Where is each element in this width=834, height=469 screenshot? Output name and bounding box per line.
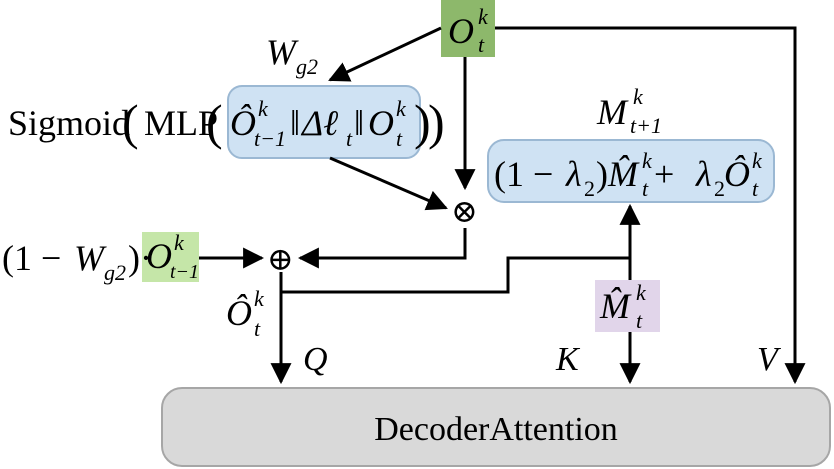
svg-text:k: k [478, 4, 489, 29]
q-label: Q [303, 341, 328, 378]
svg-text:O: O [146, 236, 172, 276]
memory-update-formula: (1 − λ 2 ) M̂ k t + λ 2 Ô k t [494, 148, 763, 201]
memory-update-box [487, 139, 775, 203]
svg-text:M: M [596, 92, 629, 132]
svg-text:k: k [642, 148, 653, 173]
o-hat-t-label: Ô k t [226, 286, 265, 341]
paren-open-inner: ( [206, 94, 223, 150]
m-hat-t-label: M̂ k t [599, 280, 647, 333]
edge-ohat-to-memory [281, 203, 641, 294]
svg-text:k: k [396, 96, 407, 121]
svg-text:t−1: t−1 [170, 261, 199, 283]
edge-multiply-to-add [297, 228, 467, 269]
o-t-k-label: O k t [448, 4, 489, 57]
svg-text:t: t [478, 32, 485, 57]
svg-text:Ô: Ô [226, 293, 252, 333]
svg-text:k: k [636, 280, 647, 305]
svg-text:(1 −: (1 − [494, 154, 553, 194]
svg-text:k: k [258, 96, 269, 121]
residual-formula: (1 − W g2 )· O k t−1 [2, 230, 199, 285]
decoder-attention-label: DecoderAttention [374, 411, 618, 448]
gate-mlp-box [227, 85, 421, 159]
svg-text:(1 −: (1 − [2, 238, 61, 278]
w-g2-label: W g2 [266, 32, 318, 79]
svg-text:O: O [368, 103, 394, 143]
svg-text:‖: ‖ [290, 103, 300, 143]
svg-text:k: k [752, 148, 763, 173]
svg-text:2: 2 [584, 176, 595, 201]
m-next-label: M k t+1 [596, 84, 662, 138]
svg-text:W: W [266, 32, 299, 72]
svg-text:k: k [633, 84, 644, 109]
add-symbol: ⊕ [267, 241, 294, 277]
svg-text:Δℓ: Δℓ [300, 103, 338, 143]
svg-text:2: 2 [714, 176, 725, 201]
svg-text:Ô: Ô [230, 103, 256, 143]
svg-text:t: t [346, 126, 353, 151]
gate-formula: Sigmoid ( MLP ( Ô k t−1 ‖ Δℓ t ‖ O k t )… [8, 94, 445, 151]
edge-gate-to-multiply [329, 156, 448, 211]
svg-text:O: O [448, 11, 474, 51]
o-t-k-box [441, 0, 495, 57]
svg-text:+: + [654, 154, 674, 194]
svg-text:M̂: M̂ [607, 154, 640, 194]
svg-text:Ô: Ô [724, 154, 750, 194]
svg-text:g2: g2 [104, 260, 126, 285]
m-hat-t-box [595, 280, 660, 332]
paren-close-outer: ) [428, 94, 445, 150]
svg-text:t: t [396, 126, 403, 151]
svg-text:‖: ‖ [354, 103, 364, 143]
svg-text:λ: λ [695, 154, 712, 194]
svg-text:t: t [636, 308, 643, 333]
svg-text:): ) [596, 154, 608, 194]
svg-text:W: W [74, 238, 107, 278]
multiply-symbol: ⊗ [451, 193, 478, 229]
svg-text:g2: g2 [296, 54, 318, 79]
decoder-attention-box [161, 387, 831, 467]
svg-text:λ: λ [565, 154, 582, 194]
edge-o-to-wg2 [328, 26, 442, 82]
svg-text:t−1: t−1 [254, 126, 286, 151]
paren-close-inner: ) [414, 94, 431, 150]
svg-text:t: t [642, 176, 649, 201]
svg-text:Sigmoid: Sigmoid [8, 103, 130, 143]
v-label: V [757, 341, 782, 378]
svg-text:MLP: MLP [144, 103, 218, 143]
o-t-minus-1-box [142, 232, 199, 282]
svg-text:)·: )· [128, 238, 152, 278]
svg-text:t: t [254, 316, 261, 341]
svg-text:t+1: t+1 [630, 113, 662, 138]
paren-open-outer: ( [122, 94, 139, 150]
svg-text:k: k [254, 286, 265, 311]
edge-o-to-v [495, 26, 806, 385]
svg-text:M̂: M̂ [599, 286, 632, 326]
svg-text:t: t [752, 176, 759, 201]
k-label: K [555, 341, 581, 378]
svg-text:k: k [174, 230, 185, 255]
